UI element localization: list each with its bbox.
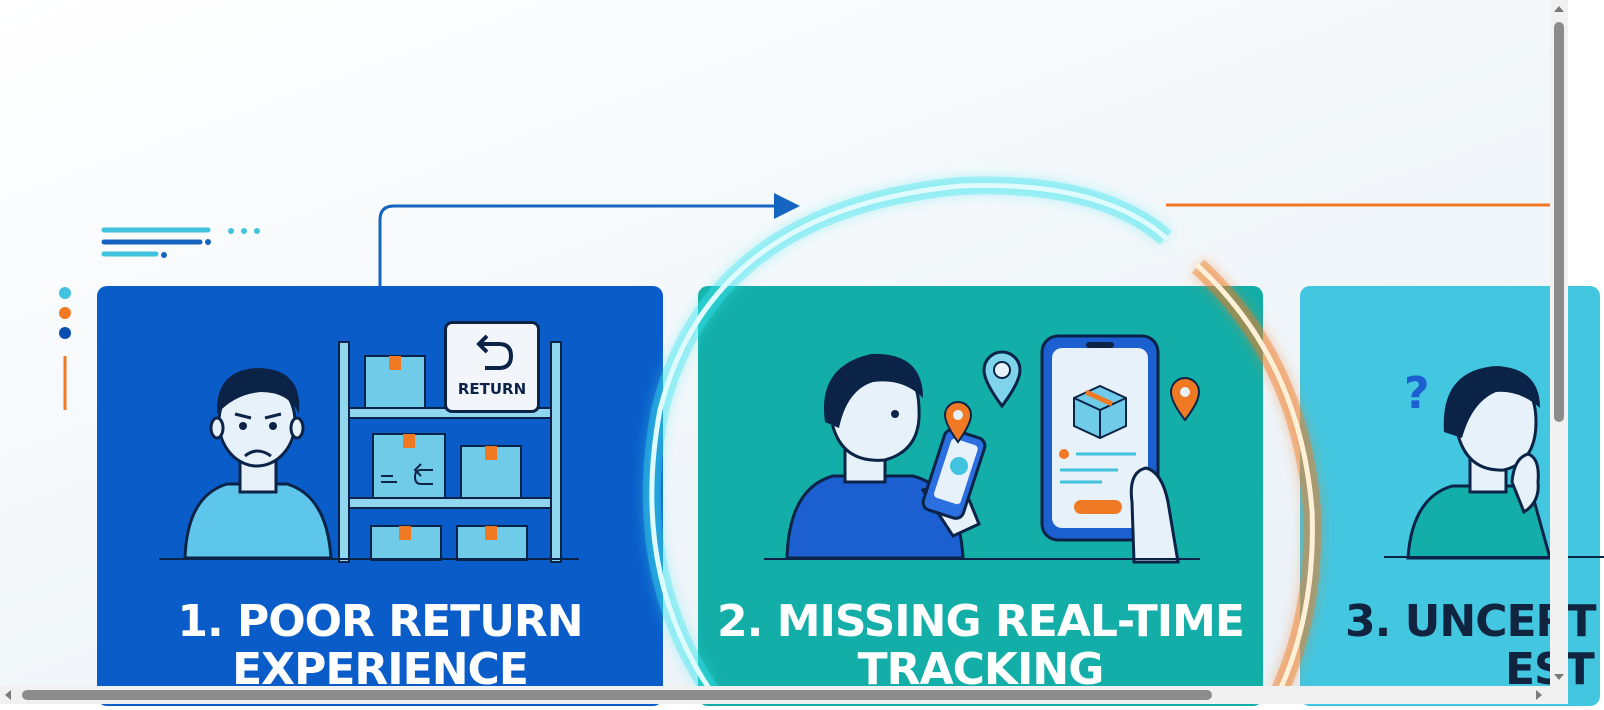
card-title-line-2: EXPERIENCE bbox=[232, 644, 529, 695]
card-title-line-1: 2. MISSING REAL-TIME bbox=[717, 596, 1245, 647]
warehouse-shelf-icon bbox=[338, 341, 562, 563]
scrollbar-corner bbox=[1550, 686, 1568, 704]
card-title: 1. POOR RETURN EXPERIENCE bbox=[97, 598, 663, 694]
scroll-right-icon[interactable] bbox=[1536, 690, 1542, 700]
flow-arrow-icon bbox=[378, 193, 800, 286]
location-pin-orange-icon bbox=[943, 401, 973, 444]
person-with-phone-icon bbox=[785, 353, 987, 560]
card-title-line-2: TRACKING bbox=[857, 644, 1105, 695]
vertical-scrollbar[interactable] bbox=[1550, 0, 1568, 686]
scroll-left-icon[interactable] bbox=[5, 690, 11, 700]
ground-line bbox=[159, 558, 579, 560]
card-title-line-2: EST bbox=[1345, 646, 1600, 694]
neon-glow-ring-icon bbox=[642, 176, 1322, 695]
decorative-lines-icon bbox=[101, 227, 260, 258]
horizontal-scrollbar[interactable] bbox=[0, 686, 1550, 704]
scroll-up-icon[interactable] bbox=[1554, 6, 1564, 12]
location-pin-icon bbox=[982, 350, 1022, 409]
location-pin-orange-icon-2 bbox=[1169, 377, 1201, 422]
card-missing-real-time-tracking: 2. MISSING REAL-TIME TRACKING bbox=[698, 286, 1263, 706]
card-title-line-1: 1. POOR RETURN bbox=[177, 596, 583, 647]
question-mark-icon: ? bbox=[1404, 368, 1430, 419]
return-sign-icon: RETURN bbox=[444, 321, 540, 413]
orange-line-icon bbox=[1166, 203, 1560, 207]
return-label: RETURN bbox=[457, 380, 527, 398]
sad-person-icon bbox=[183, 368, 333, 560]
card-poor-return-experience: RETURN 1. POOR RETURN EXPERIENCE bbox=[97, 286, 663, 706]
scroll-down-icon[interactable] bbox=[1554, 674, 1564, 680]
vertical-scrollbar-thumb[interactable] bbox=[1554, 22, 1564, 422]
ground-line bbox=[764, 558, 1200, 560]
decorative-dots-icon bbox=[59, 287, 71, 410]
ground-line bbox=[1384, 556, 1604, 558]
horizontal-scrollbar-thumb[interactable] bbox=[22, 690, 1212, 700]
thinking-person-icon bbox=[1406, 366, 1552, 560]
package-tracking-phone-icon bbox=[1040, 334, 1180, 564]
card-title: 2. MISSING REAL-TIME TRACKING bbox=[698, 598, 1263, 694]
